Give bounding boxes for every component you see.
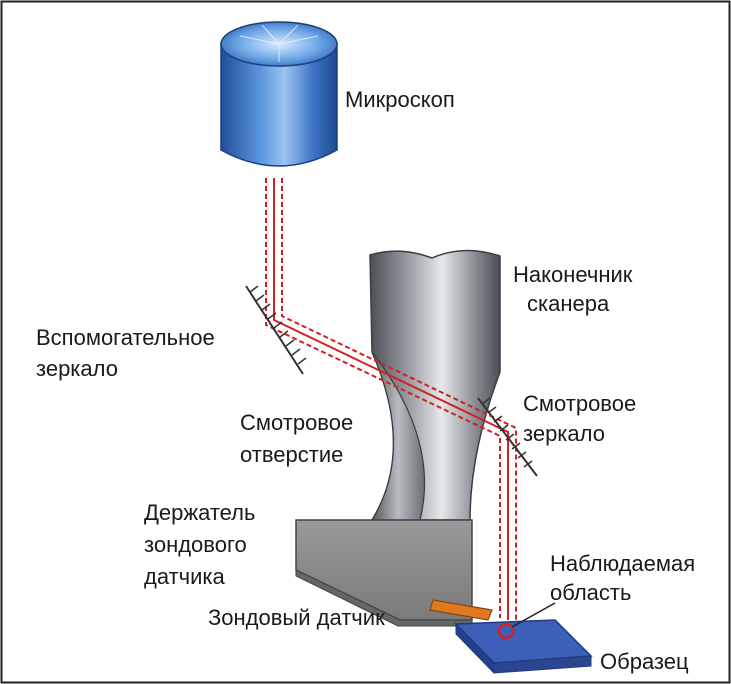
label-scanner-tip-1: Наконечник — [513, 262, 633, 287]
label-aux-mirror-2: зеркало — [36, 356, 118, 381]
light-beam — [265, 178, 517, 622]
label-holder-2: зондового — [144, 532, 247, 557]
label-scanner-tip-2: сканера — [527, 291, 610, 316]
probe-holder — [295, 519, 473, 627]
label-view-mirror-2: зеркало — [523, 421, 605, 446]
label-probe: Зондовый датчик — [208, 605, 385, 630]
label-aux-mirror-1: Вспомогательное — [36, 325, 215, 350]
label-microscope: Микроскоп — [345, 87, 455, 112]
microscope — [220, 21, 338, 167]
label-observed-2: область — [550, 580, 631, 605]
observed-area-marker — [497, 622, 515, 640]
auxiliary-mirror — [245, 285, 307, 375]
label-holder-1: Держатель — [144, 500, 255, 525]
observed-area-leader — [511, 602, 556, 628]
label-observed-1: Наблюдаемая — [550, 551, 695, 576]
label-sample: Образец — [600, 649, 689, 674]
label-view-hole-2: отверстие — [240, 442, 343, 467]
label-view-mirror-1: Смотровое — [523, 391, 636, 416]
scanner-tip — [369, 249, 501, 521]
probe — [429, 599, 493, 621]
label-view-hole-1: Смотровое — [240, 410, 353, 435]
viewing-mirror — [477, 397, 538, 477]
sample — [454, 619, 593, 675]
label-holder-3: датчика — [144, 564, 226, 589]
